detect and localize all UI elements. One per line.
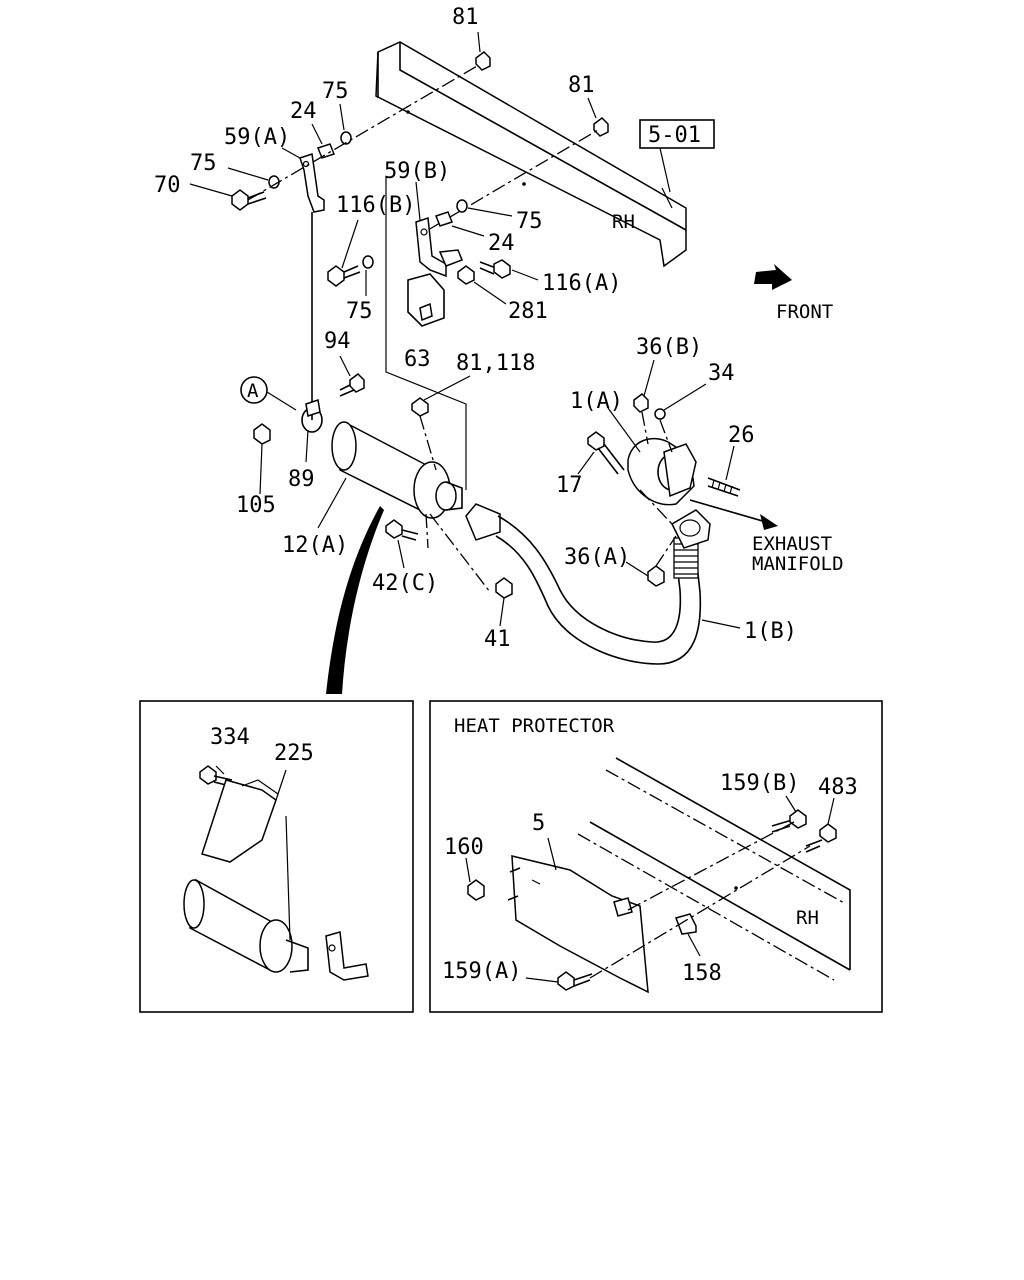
manifold-label: MANIFOLD — [752, 553, 844, 575]
nut-281-icon — [457, 265, 475, 285]
exhaust-label: EXHAUST — [752, 533, 832, 555]
callout-281: 281 — [508, 299, 548, 324]
exhaust-pipe-1b — [465, 503, 711, 665]
callout-483: 483 — [818, 775, 858, 800]
callout-94: 94 — [324, 329, 351, 354]
bolt-116b-icon — [327, 265, 361, 287]
bolt-94-icon — [339, 373, 365, 397]
rh-label-upper: RH — [612, 211, 635, 233]
callout-36a: 36(A) — [564, 545, 630, 570]
nut-105-icon — [253, 423, 271, 445]
callout-81-right: 81 — [568, 73, 595, 98]
nut-81-right-icon — [593, 117, 609, 137]
callout-1a: 1(A) — [570, 389, 623, 414]
callout-105: 105 — [236, 493, 276, 518]
leader-lines — [189, 31, 741, 629]
callouts: 81 81 75 24 59(A) 75 70 59(B) 116(B) 75 … — [154, 5, 797, 652]
heat-protector-5 — [511, 855, 649, 994]
callout-12a: 12(A) — [282, 533, 348, 558]
nut-36a-icon — [647, 565, 665, 587]
front-pipe-1a — [627, 437, 697, 506]
front-label: FRONT — [776, 301, 833, 323]
nut-160-icon — [467, 879, 485, 901]
nut-81-118-icon — [411, 397, 429, 417]
washer-75-top-icon — [340, 131, 352, 145]
heat-protector-title: HEAT PROTECTOR — [454, 715, 615, 737]
bolt-159a-icon — [557, 971, 593, 991]
washer-34-icon — [654, 408, 666, 420]
frame-rail-detail — [577, 757, 851, 981]
callout-59a: 59(A) — [224, 125, 290, 150]
frame-rail — [375, 41, 687, 268]
callout-42c: 42(C) — [372, 571, 438, 596]
callout-75-top: 75 — [322, 79, 349, 104]
callout-116a: 116(A) — [542, 271, 621, 296]
detail-pointer-icon — [326, 506, 384, 694]
ref-a-letter: A — [247, 380, 259, 402]
callout-70: 70 — [154, 173, 181, 198]
hanger-detail — [325, 931, 369, 981]
callout-75-left: 75 — [190, 151, 217, 176]
collar-24-top-icon — [317, 143, 335, 159]
frame-ref-box: 5-01 — [639, 119, 715, 193]
callout-24-mid: 24 — [488, 231, 515, 256]
callout-75-low: 75 — [346, 299, 373, 324]
rubber-mount-63 — [407, 273, 445, 327]
inset-left-panel: 334 225 — [139, 700, 414, 1013]
muffler-detail — [183, 878, 309, 973]
callout-63: 63 — [404, 347, 431, 372]
collar-24-mid-icon — [435, 211, 453, 227]
bolt-17-icon — [587, 431, 625, 475]
nut-81-top-icon — [475, 51, 491, 71]
callout-1b: 1(B) — [744, 619, 797, 644]
callout-41: 41 — [484, 627, 511, 652]
heat-cover-225 — [201, 779, 279, 863]
callout-116b: 116(B) — [336, 193, 415, 218]
stud-left-icons — [507, 867, 521, 901]
frame-ref-label: 5-01 — [648, 123, 701, 148]
bolt-116a-icon — [479, 259, 511, 279]
bolt-159b-icon — [771, 809, 807, 833]
callout-17: 17 — [556, 473, 583, 498]
nut-36b-icon — [633, 393, 649, 413]
clamp-89-icon — [301, 399, 323, 433]
ref-a-circle — [240, 376, 268, 404]
nut-41-icon — [495, 577, 513, 599]
bracket-158 — [675, 913, 697, 935]
washer-75-low-icon — [362, 255, 374, 269]
rh-label-inset: RH — [796, 907, 819, 929]
callout-225: 225 — [274, 741, 314, 766]
callout-26: 26 — [728, 423, 755, 448]
callout-81-118: 81,118 — [456, 351, 535, 376]
muffler-12a — [331, 421, 463, 519]
callout-160: 160 — [444, 835, 484, 860]
front-arrow-icon — [754, 264, 792, 290]
bolt-70-icon — [231, 189, 267, 211]
callout-36b: 36(B) — [636, 335, 702, 360]
callout-159a: 159(A) — [442, 959, 521, 984]
bolt-483-icon — [805, 823, 837, 853]
callout-59b: 59(B) — [384, 159, 450, 184]
hanger-59a — [299, 153, 325, 420]
bolt-334-icon — [199, 765, 233, 787]
callout-158: 158 — [682, 961, 722, 986]
bolt-42c-icon — [385, 519, 419, 541]
callout-5: 5 — [532, 811, 545, 836]
callout-24-top: 24 — [290, 99, 317, 124]
hanger-59b — [415, 216, 463, 278]
callout-89: 89 — [288, 467, 315, 492]
callout-81-top: 81 — [452, 5, 479, 30]
callout-159b: 159(B) — [720, 771, 799, 796]
inset-right-panel: HEAT PROTECTOR RH — [429, 700, 883, 1013]
callout-334: 334 — [210, 725, 250, 750]
callout-75-mid: 75 — [516, 209, 543, 234]
callout-34: 34 — [708, 361, 735, 386]
exhaust-arrow-icon — [760, 514, 778, 530]
washer-75-mid-icon — [456, 199, 468, 213]
stud-26-icon — [707, 477, 741, 497]
